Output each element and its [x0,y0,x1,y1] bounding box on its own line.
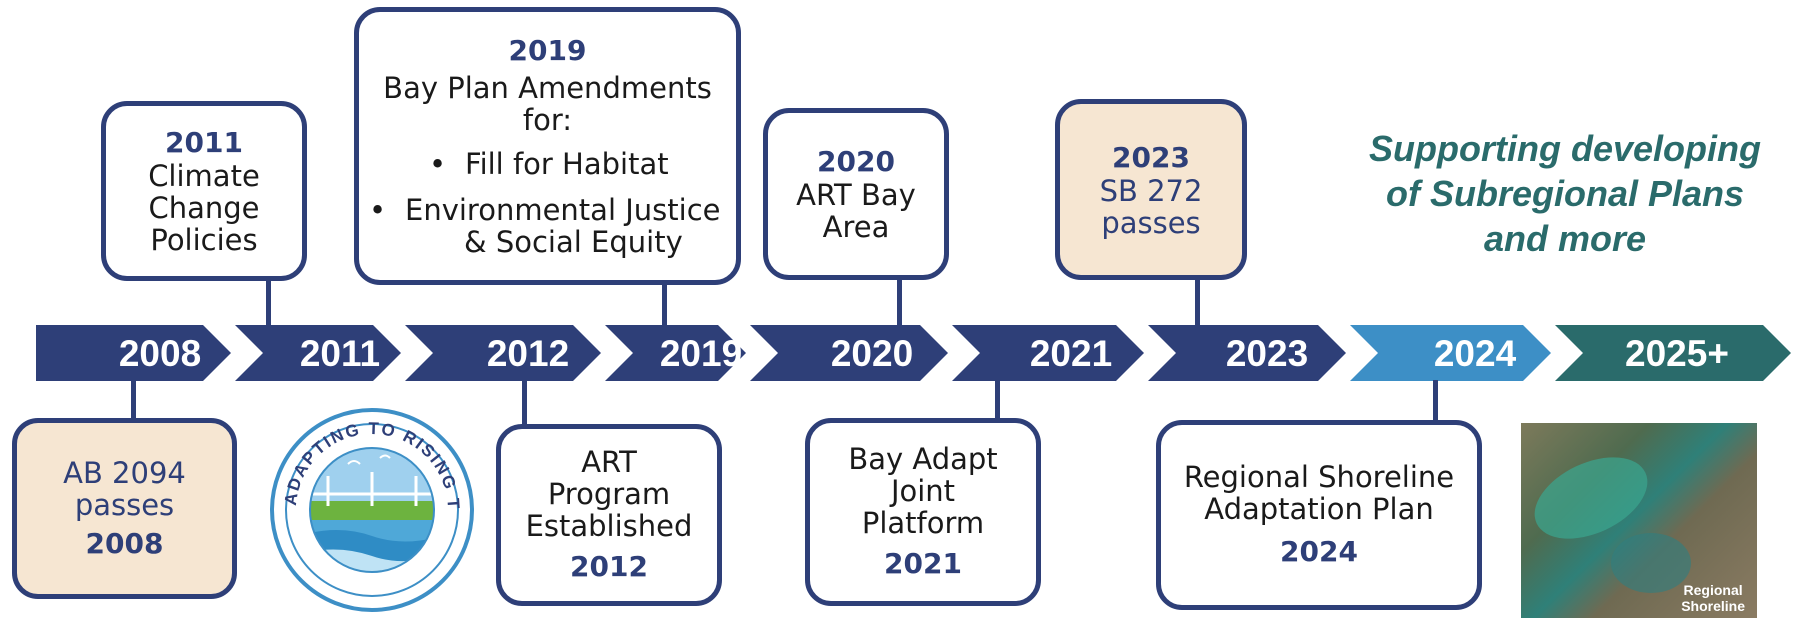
event-year: 2024 [1280,535,1358,568]
thumbnail-water [1611,533,1691,593]
regional-shoreline-plan-thumbnail: Regional Shoreline [1521,423,1757,618]
arrow-2023 [1148,325,1346,381]
event-line: Joint [890,474,956,508]
connector-2019 [662,282,667,328]
arrow-2011 [235,325,401,381]
event-year: 2020 [817,145,895,178]
event-line: Area [822,210,890,244]
event-year: 2012 [570,550,648,583]
event-box-2012: ART Program Established 2012 [496,424,722,606]
event-line: Policies [150,223,258,257]
arrow-label-2019: 2019 [659,333,743,374]
event-line: AB 2094 [63,455,186,490]
arrow-2019 [605,325,746,381]
arrow-2012 [405,325,601,381]
event-box-2011: 2011 Climate Change Policies [101,101,307,281]
event-line: passes [74,487,175,522]
connector-2023 [1195,278,1200,328]
arrow-2025-plus [1555,325,1791,381]
event-line: ART Bay [796,178,916,212]
arrow-label-2023: 2023 [1225,333,1309,374]
event-year: 2021 [884,547,962,580]
event-year: 2008 [85,526,164,560]
event-line: Change [148,191,260,225]
event-box-2020: 2020 ART Bay Area [763,108,949,280]
future-line: Supporting developing [1369,128,1761,169]
event-year: 2023 [1112,140,1190,174]
arrow-2008 [36,325,231,381]
bullet-item-continued: & Social Equity [464,225,683,259]
arrow-2024 [1350,325,1551,381]
bullet-icon: • [369,193,387,227]
event-line: SB 272 [1099,173,1203,208]
event-line: ART [581,445,637,479]
thumbnail-title: Regional Shoreline [1681,582,1745,614]
future-note: Supporting developing of Subregional Pla… [1345,126,1785,261]
arrow-label-2024: 2024 [1433,333,1517,374]
event-year: 2011 [165,126,243,159]
arrow-label-2012: 2012 [486,333,570,374]
connector-2012 [522,380,527,426]
arrow-label-2025-plus: 2025+ [1625,333,1729,374]
event-line: Program [547,477,671,511]
connector-2020 [897,278,902,328]
connector-2024 [1433,380,1438,422]
event-line: Climate [148,159,260,193]
connector-2011 [266,278,271,328]
event-line: Bay Plan Amendments [383,71,712,105]
event-line: Adaptation Plan [1204,492,1434,526]
arrow-2020 [750,325,948,381]
arrow-label-2021: 2021 [1029,333,1113,374]
event-line: Bay Adapt [848,442,998,476]
adapting-to-rising-tides-logo: ADAPTING TO RISING TIDES [268,406,474,612]
event-box-2021: Bay Adapt Joint Platform 2021 [805,418,1041,606]
event-box-2024: Regional Shoreline Adaptation Plan 2024 [1156,420,1482,610]
future-line: of Subregional Plans [1385,173,1745,214]
event-line: for: [522,103,573,137]
arrow-label-2008: 2008 [118,333,202,374]
event-box-2019: 2019 Bay Plan Amendments for: •Fill for … [354,7,741,285]
arrow-label-2020: 2020 [830,333,914,374]
arrow-label-2011: 2011 [299,333,381,374]
event-line: Established [525,509,693,543]
connector-2021 [995,380,1000,420]
event-line: passes [1101,205,1201,240]
bullet-item: •Fill for Habitat [429,147,669,181]
event-year: 2019 [508,34,587,67]
bullet-item: •Environmental Justice [369,193,721,227]
event-box-2023: 2023 SB 272 passes [1055,99,1247,280]
event-box-2008: AB 2094 passes 2008 [12,418,237,599]
connector-2008 [131,380,136,420]
bullet-icon: • [429,147,447,181]
arrow-2021 [952,325,1144,381]
event-line: Platform [861,506,985,540]
event-line: Regional Shoreline [1183,460,1455,494]
future-line: and more [1483,218,1647,259]
